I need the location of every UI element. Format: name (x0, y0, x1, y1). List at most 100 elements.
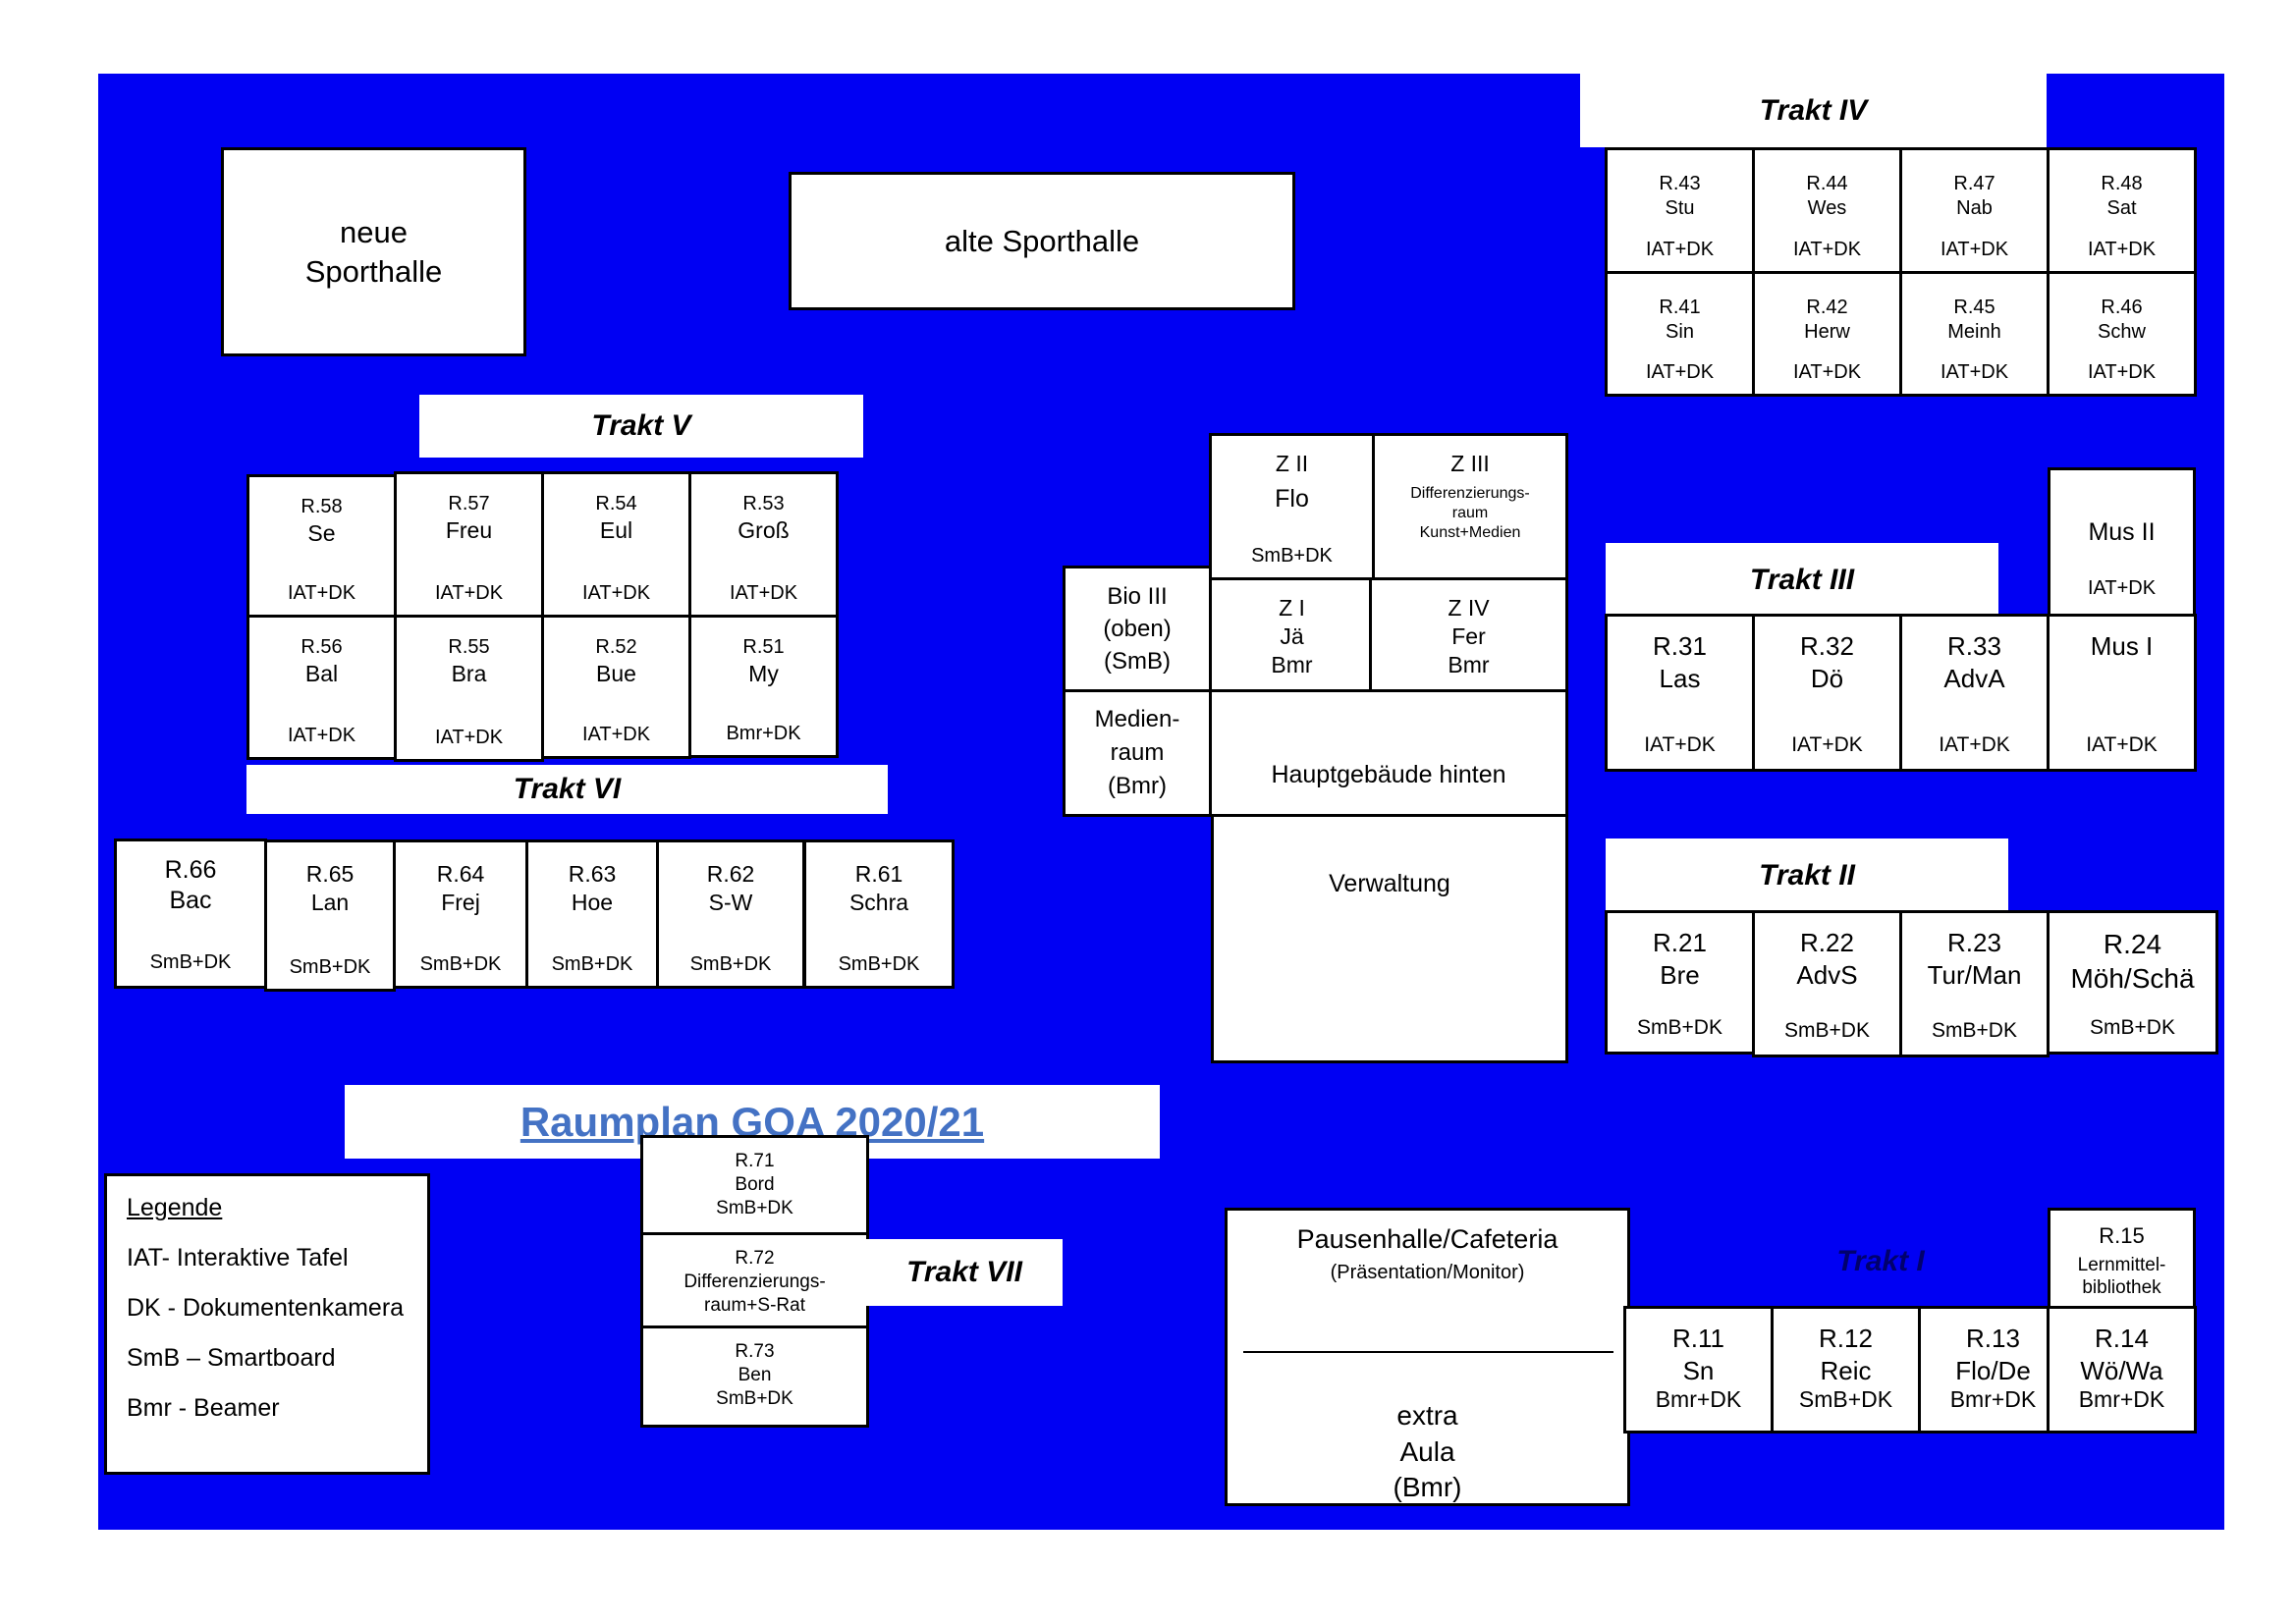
room-z-ii-equip: SmB+DK (1251, 545, 1333, 567)
room-equipment: IAT+DK (1645, 239, 1715, 260)
room-equipment: IAT+DK (2087, 239, 2157, 260)
room-equipment: IAT+DK (1792, 361, 1862, 383)
room-bio-iii-line3: (SmB) (1104, 648, 1171, 675)
room-line3: raum+S-Rat (704, 1294, 805, 1316)
neue-sporthalle: neue Sporthalle (221, 147, 526, 356)
pausenhalle-subtitle: (Präsentation/Monitor) (1330, 1262, 1525, 1283)
room-equipment: IAT+DK (434, 582, 504, 604)
floor-plan-background: neue Sporthalle alte Sporthalle Trakt IV… (98, 74, 2224, 1530)
room-line2: Bord (735, 1173, 775, 1195)
room-equipment: SmB+DK (838, 953, 920, 975)
room-equipment: SmB+DK (1637, 1016, 1722, 1039)
room-teacher: Nab (1956, 197, 1993, 219)
pausenhalle-title: Pausenhalle/Cafeteria (1296, 1224, 1558, 1254)
room-number: R.54 (595, 493, 637, 514)
room-equipment: IAT+DK (581, 724, 651, 745)
room-number: Mus I (2090, 631, 2154, 661)
room-number: R.51 (742, 636, 785, 658)
room-equipment: IAT+DK (2086, 733, 2158, 756)
room-number: R.11 (1672, 1324, 1724, 1353)
room-line2: Differenzierungs- (683, 1271, 826, 1292)
room-equipment: IAT+DK (2087, 361, 2157, 383)
room-number: R.63 (568, 861, 617, 887)
room-number: R.65 (305, 861, 355, 887)
room-z-i-name: Z I (1279, 595, 1305, 621)
legend-item: Bmr - Beamer (127, 1394, 280, 1422)
room-number: R.44 (1806, 173, 1848, 194)
room-equipment: SmB+DK (2090, 1016, 2175, 1039)
room-teacher: Groß (738, 517, 790, 543)
room-equipment: IAT+DK (1940, 239, 2009, 260)
room-number: R.53 (742, 493, 785, 514)
room-r15-number: R.15 (2099, 1223, 2145, 1248)
room-teacher: Flo/De (1955, 1355, 2031, 1385)
room-teacher: Reic (1820, 1355, 1872, 1385)
room-equipment: IAT+DK (287, 725, 356, 746)
room-number: R.42 (1806, 297, 1848, 318)
room-equipment: IAT+DK (1940, 361, 2009, 383)
room-teacher: Se (307, 520, 336, 546)
room-number: R.43 (1659, 173, 1701, 194)
room-teacher: S-W (708, 889, 753, 915)
room-bio-iii-line2: (oben) (1103, 616, 1172, 642)
room-equipment: Bmr+DK (1655, 1386, 1742, 1412)
trakt-i-label: Trakt I (1836, 1245, 1925, 1277)
room-medienraum-line2: raum (1110, 739, 1165, 766)
room-teacher: Frej (441, 889, 480, 915)
room-teacher: Las (1659, 663, 1701, 693)
room-equipment: SmB+DK (149, 951, 232, 973)
room-number: R.12 (1819, 1324, 1873, 1353)
pausenhalle-cafeteria: Pausenhalle/Cafeteria (Präsentation/Moni… (1225, 1208, 1630, 1506)
room-teacher: Freu (445, 517, 493, 543)
room-z-iii-line2: Differenzierungs- (1410, 484, 1530, 502)
room-teacher: Sin (1666, 321, 1694, 343)
room-number: R.71 (735, 1151, 775, 1171)
room-equipment: SmB+DK (1932, 1019, 2017, 1042)
room-z-ii: Z II Flo SmB+DK (1209, 433, 1375, 580)
room-r15-line2: Lernmittel- (2077, 1254, 2166, 1275)
room-line3: SmB+DK (716, 1387, 793, 1409)
room-teacher: Lan (310, 889, 350, 915)
room-z-ii-teacher: Flo (1275, 484, 1309, 513)
alte-sporthalle-label: alte Sporthalle (944, 223, 1140, 258)
room-number: R.57 (448, 493, 490, 514)
room-teacher: Bra (451, 661, 487, 686)
room-bio-iii-line1: Bio III (1107, 583, 1168, 610)
room-equipment: IAT+DK (1645, 361, 1715, 383)
trakt-iv-label: Trakt IV (1580, 74, 2047, 147)
room-equipment: SmB+DK (289, 956, 371, 978)
room-medienraum-line1: Medien- (1094, 706, 1180, 732)
room-teacher: Bue (596, 661, 636, 686)
room-number: R.24 (2103, 929, 2162, 959)
room-number: R.66 (164, 856, 217, 884)
room-z-iii-name: Z III (1450, 451, 1490, 476)
legend-item: SmB – Smartboard (127, 1344, 336, 1372)
verwaltung-label: Verwaltung (1329, 870, 1450, 897)
room-z-iii: Z III Differenzierungs- raum Kunst+Medie… (1372, 433, 1568, 580)
room-z-iv-name: Z IV (1448, 595, 1490, 621)
room-line2: Ben (738, 1364, 772, 1385)
trakt-v-label: Trakt V (419, 395, 863, 458)
room-bio-iii: Bio III (oben) (SmB) (1063, 566, 1212, 692)
room-equipment: Bmr+DK (2078, 1386, 2165, 1412)
room-teacher: Sn (1682, 1355, 1715, 1385)
plan-title-box: Raumplan GOA 2020/21 (345, 1085, 1160, 1159)
room-mus-ii-equip: IAT+DK (2087, 577, 2157, 599)
room-z-i-teacher: Jä (1280, 622, 1304, 649)
room-number: R.45 (1953, 297, 1995, 318)
